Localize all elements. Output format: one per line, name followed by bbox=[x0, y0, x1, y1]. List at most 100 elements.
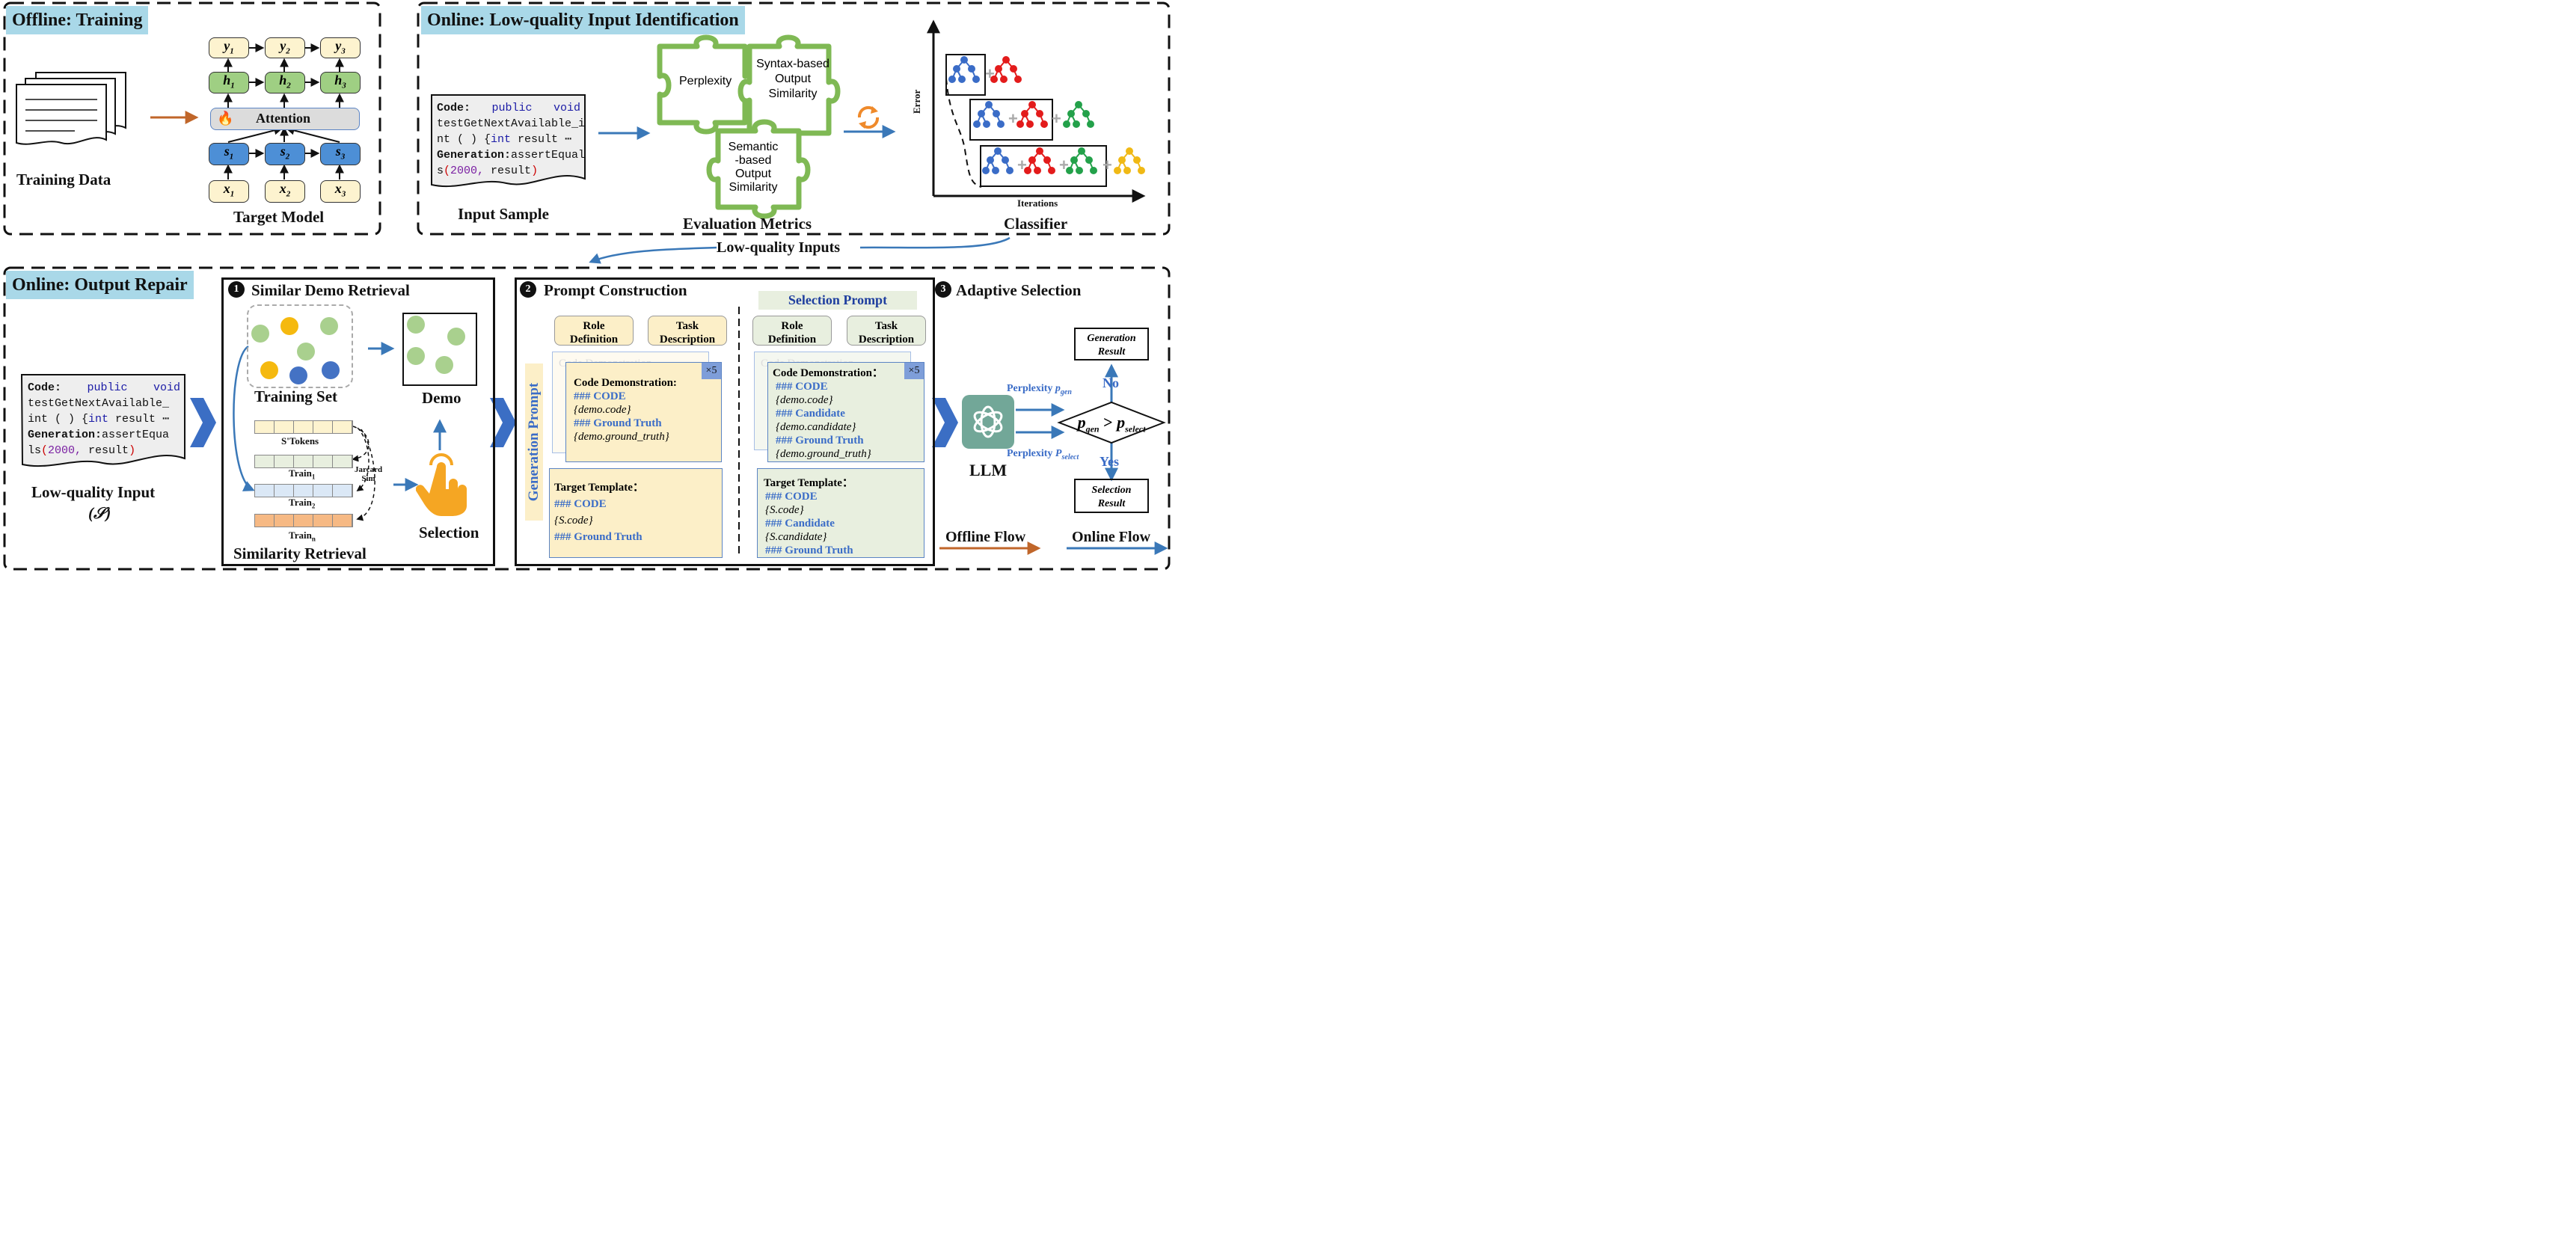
retrieval-panel bbox=[221, 277, 495, 566]
trainn-label: Trainn bbox=[289, 530, 316, 543]
demo-dot bbox=[407, 347, 425, 365]
training-data-icon bbox=[16, 72, 126, 145]
svg-text:+: + bbox=[1103, 156, 1112, 174]
output-node: y1 bbox=[209, 37, 249, 58]
sample-dot bbox=[260, 361, 278, 379]
step-badge-2: 2 bbox=[520, 281, 536, 298]
chevron-1 bbox=[190, 398, 216, 447]
decision-condition: pgen > pselect bbox=[1077, 413, 1146, 435]
sel-target-card: Target Template： ### CODE {S.code} ### C… bbox=[757, 468, 924, 558]
sample-dot bbox=[251, 325, 269, 343]
symbol-s: (𝒮) bbox=[88, 504, 111, 522]
similarity-retrieval-label: Similarity Retrieval bbox=[233, 544, 367, 562]
training-set-box bbox=[247, 304, 353, 388]
sample-dot bbox=[289, 366, 307, 384]
refresh-icon bbox=[857, 105, 880, 129]
low-quality-inputs-label: Low-quality Inputs bbox=[717, 239, 841, 256]
puzzle-icon bbox=[657, 34, 841, 219]
ensemble-box-3 bbox=[980, 145, 1107, 187]
selection-label: Selection bbox=[419, 524, 479, 541]
stokens-bar bbox=[254, 420, 353, 434]
stokens-label: S'Tokens bbox=[281, 435, 319, 447]
trainn-bar bbox=[254, 514, 353, 527]
sample-dot bbox=[280, 317, 298, 335]
low-quality-input-paper bbox=[21, 374, 185, 467]
hidden-node: h1 bbox=[209, 72, 249, 93]
demo-dot bbox=[435, 356, 453, 374]
target-model-label: Target Model bbox=[233, 208, 325, 226]
retrieval-title: Similar Demo Retrieval bbox=[251, 281, 410, 299]
perplexity-select-label: Perplexity Pselect bbox=[1007, 448, 1079, 461]
offline-training-title: Offline: Training bbox=[6, 6, 149, 34]
train2-label: Train2 bbox=[289, 497, 316, 510]
output-repair-title: Online: Output Repair bbox=[6, 271, 194, 299]
openai-icon bbox=[973, 405, 1003, 438]
hand-pointer-icon bbox=[416, 453, 467, 516]
identification-title: Online: Low-quality Input Identification bbox=[421, 6, 745, 34]
demo-dot bbox=[407, 316, 425, 334]
state-node: s1 bbox=[209, 143, 249, 165]
generation-prompt-label: Generation Prompt bbox=[526, 382, 542, 502]
train1-label: Train1 bbox=[289, 467, 316, 481]
decision-diamond bbox=[1057, 401, 1166, 444]
llm-label: LLM bbox=[969, 461, 1008, 479]
attention-block: 🔥 Attention bbox=[210, 108, 360, 130]
prompt-title: Prompt Construction bbox=[544, 281, 687, 299]
output-node: y3 bbox=[320, 37, 361, 58]
train1-bar bbox=[254, 455, 353, 468]
identification-frame bbox=[417, 1, 1171, 236]
svg-text:+: + bbox=[1008, 109, 1018, 128]
demo-label: Demo bbox=[422, 389, 461, 407]
selection-prompt-label: Selection Prompt bbox=[758, 291, 917, 310]
gen-demo-card: ×5 Code Demonstration: ### CODE {demo.co… bbox=[565, 362, 722, 462]
repair-frame bbox=[3, 266, 1171, 571]
sample-dot bbox=[320, 317, 338, 335]
evaluation-metrics-label: Evaluation Metrics bbox=[683, 215, 812, 233]
sel-demo-card: ×5 Code Demonstration： ### CODE {demo.co… bbox=[767, 362, 924, 462]
state-node: s2 bbox=[265, 143, 305, 165]
yes-label: Yes bbox=[1100, 454, 1119, 469]
chevron-3 bbox=[932, 398, 958, 447]
llm-logo bbox=[962, 395, 1014, 449]
low-quality-input-label: Low-quality Input bbox=[31, 483, 156, 501]
classifier-label: Classifier bbox=[1004, 215, 1068, 233]
iterations-axis-label: Iterations bbox=[1017, 197, 1058, 209]
attention-label: Attention bbox=[256, 111, 310, 126]
x5-badge: ×5 bbox=[904, 363, 924, 379]
x5-badge: ×5 bbox=[702, 363, 721, 379]
prompt-panel bbox=[515, 277, 935, 566]
svg-text:+: + bbox=[1052, 109, 1061, 128]
generation-prompt-strip bbox=[525, 363, 543, 521]
fire-icon: 🔥 bbox=[217, 111, 234, 126]
input-node: x1 bbox=[209, 180, 249, 203]
offline-frame bbox=[3, 1, 381, 236]
step-badge-3: 3 bbox=[935, 281, 951, 298]
training-set-label: Training Set bbox=[254, 387, 338, 405]
sample-dot bbox=[297, 343, 315, 360]
training-data-label: Training Data bbox=[16, 171, 111, 188]
input-node: x3 bbox=[320, 180, 361, 203]
ensemble-box-2 bbox=[969, 99, 1053, 141]
train2-bar bbox=[254, 484, 353, 497]
output-node: y2 bbox=[265, 37, 305, 58]
demo-box bbox=[402, 313, 477, 386]
tree-ensemble-icons: + + + + + + bbox=[948, 55, 1146, 175]
offline-flow-label: Offline Flow bbox=[945, 529, 1026, 545]
adaptive-title: Adaptive Selection bbox=[956, 281, 1082, 299]
no-label: No bbox=[1103, 375, 1119, 390]
hidden-node: h2 bbox=[265, 72, 305, 93]
perplexity-gen-label: Perplexity pgen bbox=[1007, 383, 1072, 396]
input-node: x2 bbox=[265, 180, 305, 203]
input-sample-paper bbox=[431, 94, 586, 188]
hidden-node: h3 bbox=[320, 72, 361, 93]
chevron-2 bbox=[490, 398, 516, 447]
step-badge-1: 1 bbox=[228, 281, 245, 298]
